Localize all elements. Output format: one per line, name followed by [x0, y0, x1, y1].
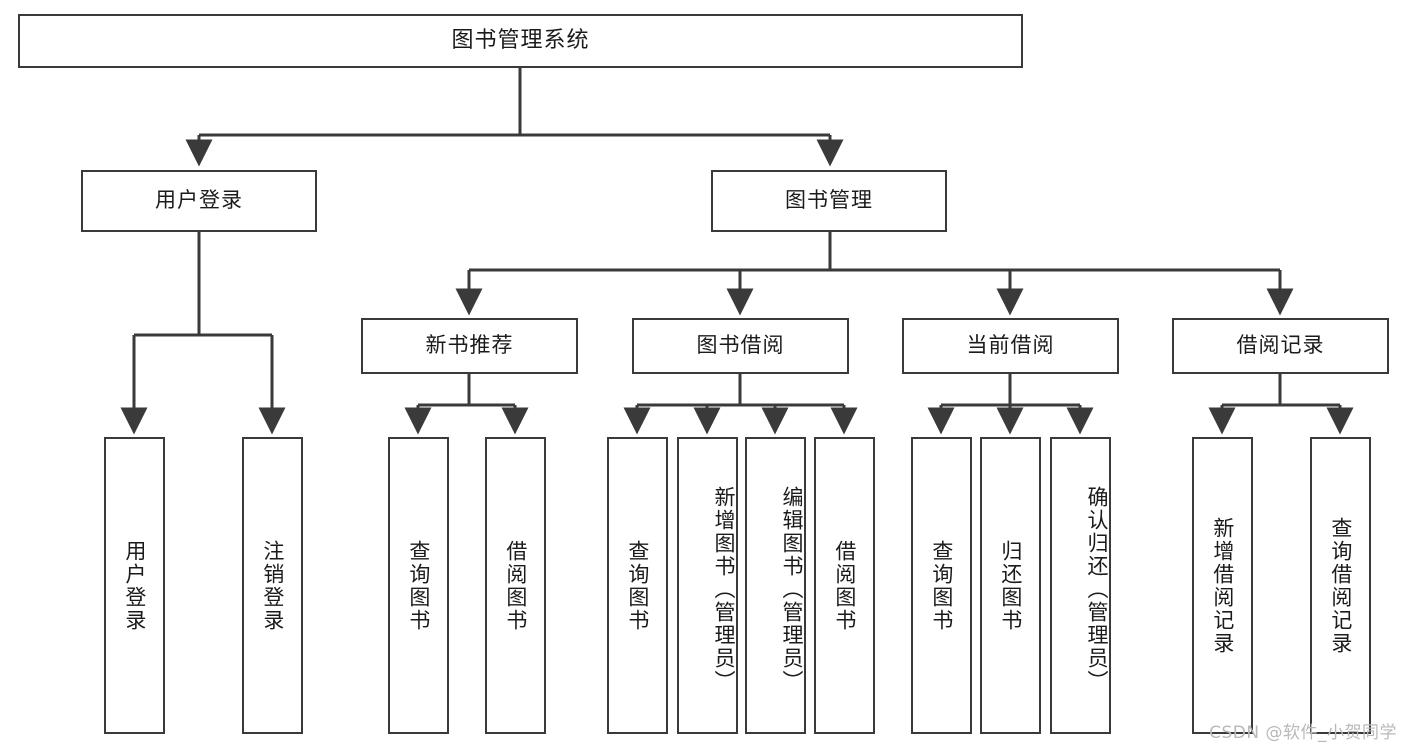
node-user-login[interactable]: 用户登录 — [81, 170, 317, 232]
node-new-book-recommend[interactable]: 新书推荐 — [361, 318, 578, 374]
leaf-user-logout[interactable]: 注销登录 — [242, 437, 303, 734]
leaf-confirm-return-admin[interactable]: 确认归还（管理员） — [1050, 437, 1111, 734]
leaf-query-book-current[interactable]: 查询图书 — [911, 437, 972, 734]
leaf-user-login[interactable]: 用户登录 — [104, 437, 165, 734]
leaf-edit-book-admin[interactable]: 编辑图书（管理员） — [745, 437, 806, 734]
leaf-borrow-book-recommend[interactable]: 借阅图书 — [485, 437, 546, 734]
node-current-borrow[interactable]: 当前借阅 — [902, 318, 1119, 374]
node-book-manage[interactable]: 图书管理 — [711, 170, 947, 232]
leaf-query-book-borrow[interactable]: 查询图书 — [607, 437, 668, 734]
node-book-borrow[interactable]: 图书借阅 — [632, 318, 849, 374]
leaf-return-book[interactable]: 归还图书 — [980, 437, 1041, 734]
leaf-query-book-recommend[interactable]: 查询图书 — [388, 437, 449, 734]
csdn-watermark: CSDN @软件_小贺同学 — [1209, 723, 1397, 743]
leaf-add-borrow-record[interactable]: 新增借阅记录 — [1192, 437, 1253, 734]
leaf-add-book-admin[interactable]: 新增图书（管理员） — [677, 437, 738, 734]
leaf-borrow-book-borrow[interactable]: 借阅图书 — [814, 437, 875, 734]
node-borrow-record[interactable]: 借阅记录 — [1172, 318, 1389, 374]
node-root-system[interactable]: 图书管理系统 — [18, 14, 1023, 68]
leaf-query-borrow-record[interactable]: 查询借阅记录 — [1310, 437, 1371, 734]
